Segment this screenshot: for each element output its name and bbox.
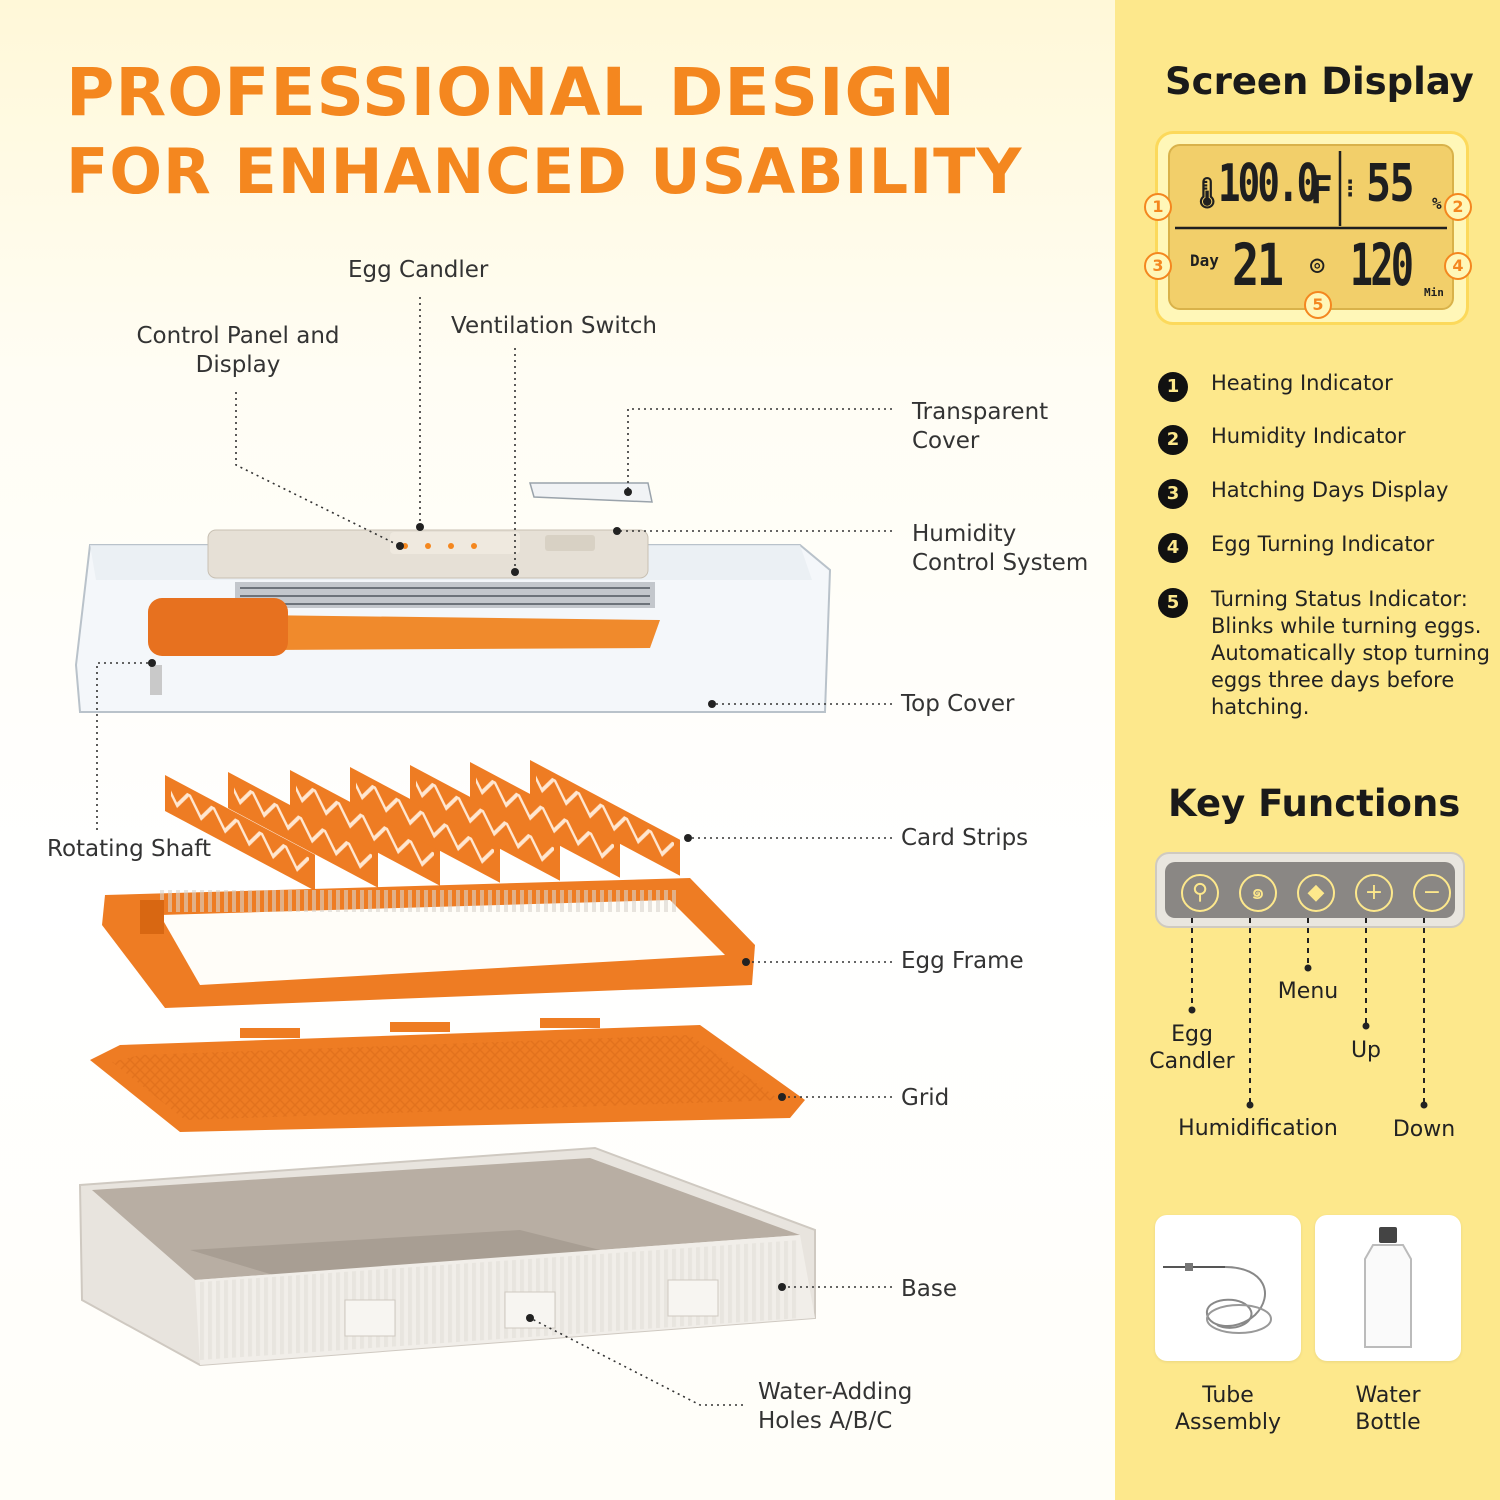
lcd-screen: 🌡 100.0 F ⁝ 55 % Day 21 ◎ 120 Min 1 2 3 … [1144, 131, 1472, 325]
base-part [78, 1146, 816, 1367]
legend-text: Egg Turning Indicator [1211, 532, 1435, 556]
key-functions-title: Key Functions [1168, 782, 1461, 825]
menu-diamond-icon[interactable]: ◆ [1297, 874, 1335, 912]
callout-water-holes: Water-Adding Holes A/B/C [758, 1379, 913, 1434]
tube-assembly-image [1163, 1263, 1272, 1334]
callout-transparent-cover: Transparent Cover [912, 399, 1049, 454]
egg-frame-part [102, 878, 755, 1008]
lcd-marker-5: 5 [1304, 291, 1332, 319]
lcd-day-label: Day [1190, 251, 1219, 270]
top-cover-part [74, 529, 832, 713]
key-label-down: Down [1392, 1117, 1456, 1142]
legend-text: Heating Indicator [1211, 371, 1393, 395]
legend-number: 2 [1158, 425, 1188, 455]
legend-number: 1 [1158, 372, 1188, 402]
key-label-up: Up [1350, 1038, 1382, 1063]
screen-display-title: Screen Display [1165, 60, 1474, 103]
callout-egg-candler: Egg Candler [348, 257, 489, 283]
tube-assembly-label: Tube Assembly [1174, 1383, 1282, 1435]
key-panel: ⚲ ๑ ◆ + − [1155, 852, 1465, 928]
control-panel-part [390, 532, 520, 554]
water-bottle-image [1364, 1227, 1412, 1348]
legend-number: 4 [1158, 533, 1188, 563]
card-strips-part [165, 760, 680, 891]
callout-top-cover: Top Cover [901, 691, 1015, 717]
callout-control-panel: Control Panel and Display [136, 323, 340, 378]
headline-line-2: FOR ENHANCED USABILITY [66, 135, 1023, 208]
lcd-day-value: 21 [1232, 231, 1284, 299]
heater-grille-part [235, 582, 655, 608]
key-panel-face: ⚲ ๑ ◆ + − [1165, 862, 1455, 918]
callout-humidity-control: Humidity Control System [912, 521, 1089, 576]
incubator-exploded-diagram [74, 297, 892, 1406]
transparent-cover-part [529, 482, 653, 503]
lcd-humidity: 55 [1366, 154, 1414, 214]
water-bottle-label: Water Bottle [1355, 1383, 1421, 1435]
lcd-temperature: 100.0 [1218, 154, 1319, 214]
legend-text: Hatching Days Display [1211, 478, 1449, 502]
legend-text: Turning Status Indicator: Blinks while t… [1211, 587, 1490, 719]
headline-line-1: PROFESSIONAL DESIGN [66, 54, 956, 131]
water-bottle-card [1315, 1215, 1461, 1361]
legend-text: Humidity Indicator [1211, 424, 1406, 448]
grid-part [90, 1018, 805, 1132]
lcd-marker-1: 1 [1144, 193, 1172, 221]
key-label-menu: Menu [1277, 979, 1339, 1004]
humidity-drop-icon: ⁝ [1346, 174, 1355, 204]
callout-card-strips: Card Strips [901, 825, 1029, 851]
callout-base: Base [901, 1276, 958, 1302]
callout-dots [148, 488, 786, 1322]
callout-rotating-shaft: Rotating Shaft [47, 836, 212, 862]
lcd-dividers [1175, 151, 1447, 230]
lcd-minutes-unit: Min [1424, 286, 1444, 299]
tube-assembly-card [1155, 1215, 1301, 1361]
lcd-face: 🌡 100.0 F ⁝ 55 % Day 21 ◎ 120 Min [1168, 144, 1454, 310]
turning-status-icon: ◎ [1310, 250, 1325, 278]
lcd-marker-2: 2 [1444, 193, 1472, 221]
key-label-humidification: Humidification [1178, 1116, 1338, 1141]
rotating-shaft-motor [148, 598, 288, 656]
legend-number: 5 [1158, 588, 1188, 618]
flashlight-icon[interactable]: ⚲ [1181, 874, 1219, 912]
lcd-marker-4: 4 [1444, 252, 1472, 280]
lcd-turn-minutes: 120 [1350, 231, 1414, 299]
callout-leaders [96, 297, 892, 1406]
callout-grid: Grid [901, 1085, 950, 1111]
callout-ventilation-switch: Ventilation Switch [451, 313, 657, 339]
lcd-humidity-unit: % [1432, 194, 1442, 213]
fan-icon[interactable]: ๑ [1239, 874, 1277, 912]
callout-egg-frame: Egg Frame [901, 948, 1024, 974]
lcd-temp-unit: F [1310, 168, 1333, 212]
legend-number: 3 [1158, 479, 1188, 509]
lcd-marker-3: 3 [1144, 252, 1172, 280]
minus-icon[interactable]: − [1413, 874, 1451, 912]
plus-icon[interactable]: + [1355, 874, 1393, 912]
thermometer-icon: 🌡 [1188, 176, 1227, 211]
key-label-egg-candler: Egg Candler [1149, 1022, 1235, 1074]
